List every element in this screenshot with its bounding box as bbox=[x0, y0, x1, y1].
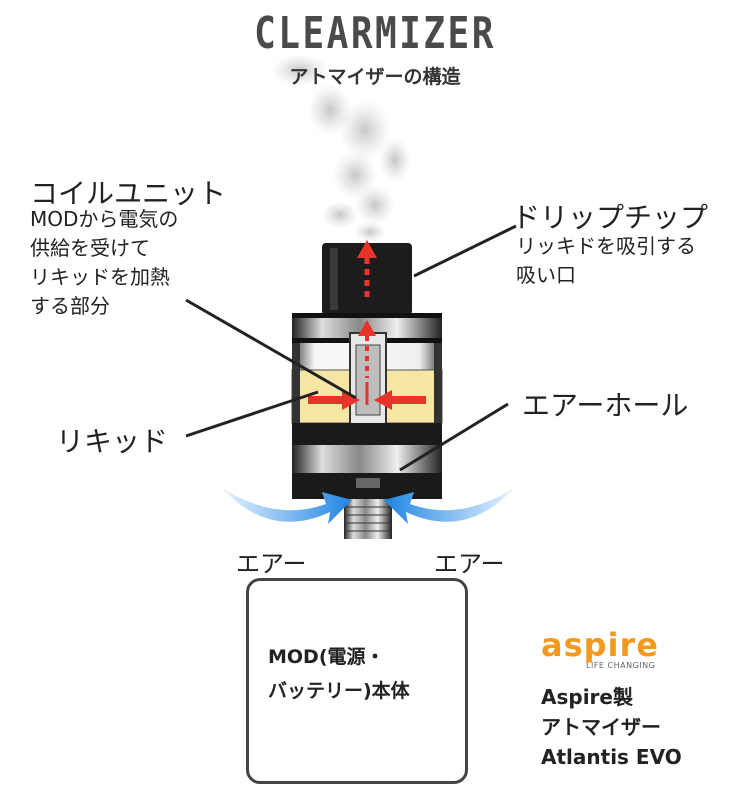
vapor-smoke bbox=[272, 54, 411, 242]
coil-unit-description: MODから電気の 供給を受けて リキッドを加熱 する部分 bbox=[30, 207, 179, 318]
coil-leader-line bbox=[185, 298, 357, 400]
coil-unit-label: コイルユニット bbox=[30, 177, 227, 210]
liquid-leader-line bbox=[185, 390, 319, 438]
liquid-label: リキッド bbox=[56, 425, 169, 458]
mod-body-label: MOD(電源・ バッテリー)本体 bbox=[268, 646, 410, 702]
drip-tip-label: ドリップチップ bbox=[512, 201, 709, 234]
airhole-leader-line bbox=[399, 402, 509, 472]
drip-tip-description: リッキドを吸引する 吸い口 bbox=[516, 234, 696, 287]
aspire-logo: aspire bbox=[541, 626, 659, 664]
callout-lines bbox=[185, 224, 517, 472]
drip-tip bbox=[322, 243, 412, 315]
air-right-label: エアー bbox=[434, 550, 505, 578]
vapor-flow-arrows bbox=[308, 240, 426, 410]
page-subtitle: アトマイザーの構造 bbox=[289, 66, 461, 88]
mod-body-box bbox=[246, 578, 468, 784]
air-left-label: エアー bbox=[236, 550, 307, 578]
page-title: CLEARMIZER bbox=[254, 8, 496, 59]
atomizer-base bbox=[292, 423, 442, 539]
air-hole-label: エアーホール bbox=[522, 389, 689, 422]
product-name: Aspire製 アトマイザー Atlantis EVO bbox=[541, 685, 682, 769]
air-flow-arrows bbox=[222, 488, 514, 524]
aspire-tagline: LIFE CHANGING bbox=[586, 661, 656, 670]
drip-leader-line bbox=[413, 224, 517, 278]
